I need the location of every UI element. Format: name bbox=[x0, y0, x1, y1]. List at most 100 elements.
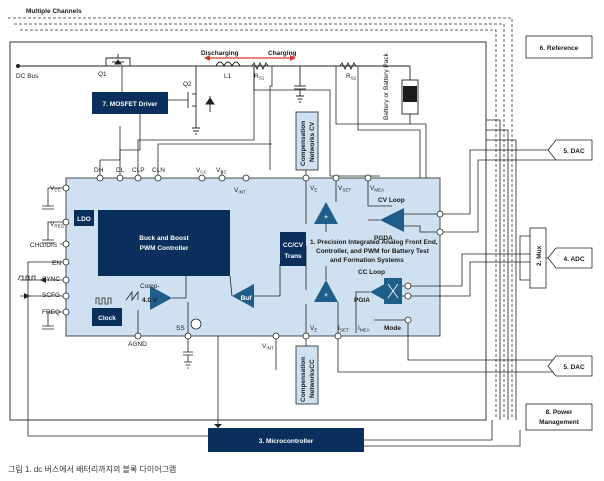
rs2-label: RS2 bbox=[346, 73, 357, 81]
svg-text:+: + bbox=[324, 292, 328, 299]
inductor-l1-icon bbox=[215, 61, 241, 68]
svg-text:SYNC: SYNC bbox=[42, 276, 60, 283]
ldo-block bbox=[74, 210, 94, 226]
afe-label-1: 1. Precision Integrated Analog Front End… bbox=[310, 239, 438, 246]
mode-label: Mode bbox=[384, 325, 401, 332]
multiple-channels-label: Multiple Channels bbox=[26, 8, 82, 15]
buck-boost-block bbox=[98, 210, 230, 276]
microcontroller-block bbox=[208, 428, 364, 452]
svg-text:SCFG: SCFG bbox=[42, 292, 60, 299]
clock-block bbox=[92, 308, 122, 326]
q1-label: Q1 bbox=[98, 71, 107, 78]
pgda-label: PGDA bbox=[374, 235, 393, 242]
svg-text:VINT: VINT bbox=[234, 187, 246, 195]
power-mgmt-label-1: 8. Power bbox=[546, 409, 573, 416]
svg-text:VCC: VCC bbox=[50, 185, 62, 193]
microcontroller-label: 3. Microcontroller bbox=[259, 438, 314, 445]
discharging-label: Discharging bbox=[201, 50, 239, 57]
reference-label: 6. Reference bbox=[540, 45, 579, 52]
comp-label: Comp- bbox=[140, 283, 160, 290]
dac-top-label: 5. DAC bbox=[563, 148, 585, 155]
afe-label-2: Controller, and PWM for Battery Test bbox=[316, 248, 430, 255]
ss-label: SS bbox=[176, 325, 185, 332]
ve-top-label: VE bbox=[310, 185, 317, 193]
dc-bus-node bbox=[16, 64, 20, 68]
cccv-label-2: Trans bbox=[284, 253, 302, 260]
svg-text:CLN: CLN bbox=[152, 167, 165, 174]
rs1-resistor-icon bbox=[251, 61, 269, 71]
rs2-resistor-icon bbox=[339, 61, 357, 71]
mux-block bbox=[529, 227, 547, 289]
adc-label: 4. ADC bbox=[563, 256, 584, 263]
dac-bottom-block bbox=[547, 355, 593, 377]
cc-loop-label: CC Loop bbox=[358, 269, 385, 276]
iset-label: ISET bbox=[338, 325, 349, 333]
comp-cv-label-2: Networks CV bbox=[309, 121, 316, 162]
comp-cc-label-2: NetworksCC bbox=[309, 359, 316, 398]
cccv-trans-block bbox=[280, 232, 306, 266]
power-management-block bbox=[525, 403, 593, 431]
battery-icon bbox=[401, 66, 419, 124]
comparator-icon bbox=[150, 286, 172, 310]
svg-text:VCC: VCC bbox=[216, 167, 228, 175]
svg-text:DH: DH bbox=[94, 167, 104, 174]
clock-label: Clock bbox=[98, 315, 116, 322]
svg-text:VCC: VCC bbox=[196, 167, 208, 175]
comp-cc-block bbox=[295, 345, 319, 405]
output-capacitor-icon bbox=[294, 66, 306, 103]
battery-label: Battery or Battery Pack bbox=[383, 52, 390, 120]
afe-label-3: and Formation Systems bbox=[330, 257, 404, 264]
mux-label: 2. Mux bbox=[536, 245, 543, 266]
buf-label: Buf bbox=[241, 295, 253, 302]
cv-error-amp-icon bbox=[314, 202, 338, 224]
figure-caption: 그림 1. dc 버스에서 배터리까지의 블록 다이어그램 bbox=[8, 464, 176, 474]
ve-bottom-label: VE bbox=[310, 325, 317, 333]
clock-waveform-icon bbox=[95, 297, 112, 305]
svg-text:+: + bbox=[324, 214, 328, 221]
vset-label: VSET bbox=[338, 185, 351, 193]
adc-block bbox=[547, 247, 593, 269]
buck-boost-label-1: Buck and Boost bbox=[139, 235, 189, 242]
vmea-label: VMEA bbox=[370, 185, 384, 193]
ramp-icon bbox=[125, 290, 139, 302]
comp-cv-block bbox=[295, 111, 319, 171]
pgda-amp-icon bbox=[380, 208, 404, 232]
right-wiring bbox=[337, 119, 556, 420]
rs1-label: RS1 bbox=[254, 73, 265, 81]
ss-current-source-icon bbox=[190, 318, 202, 330]
l1-label: L1 bbox=[224, 73, 232, 80]
multiple-channels-frames bbox=[8, 17, 513, 418]
q1-mosfet-icon bbox=[105, 54, 131, 66]
left-pins: VCC VREG CHG/DIS EN SYNC SCFG FREQ bbox=[30, 185, 65, 316]
charging-label: Charging bbox=[268, 50, 297, 57]
svg-text:FREQ: FREQ bbox=[42, 309, 60, 316]
q2-mosfet-icon bbox=[187, 66, 215, 135]
mosfet-driver-block bbox=[92, 92, 168, 114]
svg-text:CHG/DIS: CHG/DIS bbox=[30, 242, 58, 249]
buck-boost-label-2: PWM Controller bbox=[140, 245, 189, 252]
cccv-label-1: CC/CV bbox=[283, 242, 304, 249]
mosfet-driver-label: 7. MOSFET Driver bbox=[103, 101, 158, 108]
cv-loop-label: CV Loop bbox=[378, 197, 405, 204]
dac-bottom-label: 5. DAC bbox=[563, 364, 585, 371]
imea-label: IMEA bbox=[358, 325, 370, 333]
svg-text:EN: EN bbox=[52, 260, 61, 267]
dc-bus-label: DC Bus bbox=[16, 73, 39, 80]
comp-cv-label-1: Compensation bbox=[300, 121, 307, 166]
comp-cc-label-1: Compensation bbox=[300, 357, 307, 402]
reference-block bbox=[525, 35, 593, 59]
buffer-icon bbox=[232, 284, 254, 308]
svg-text:VREG: VREG bbox=[50, 221, 65, 229]
dac-top-block bbox=[547, 139, 593, 161]
vint-bottom-label: VINT bbox=[262, 343, 274, 351]
ldo-label: LDO bbox=[77, 216, 91, 223]
q2-label: Q2 bbox=[183, 81, 192, 88]
power-mgmt-label-2: Management bbox=[539, 419, 580, 426]
channel-frame bbox=[9, 41, 487, 421]
cc-error-amp-icon bbox=[314, 280, 338, 302]
pgia-label: PGIA bbox=[354, 297, 370, 304]
vref-label: 4.0 V bbox=[142, 297, 158, 304]
ic-pin-markers bbox=[62, 174, 444, 340]
agnd-label: AGND bbox=[128, 341, 147, 348]
